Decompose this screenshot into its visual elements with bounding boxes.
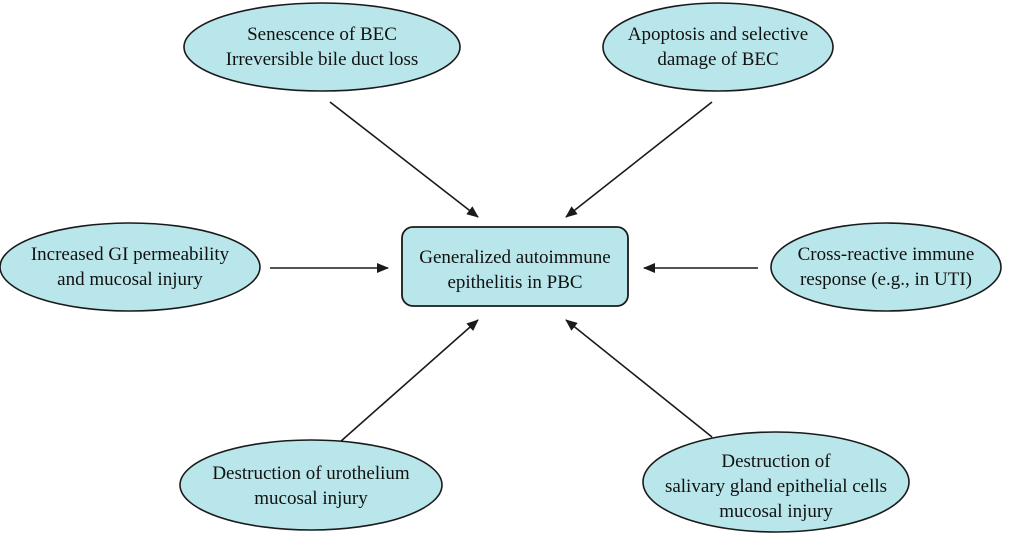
arrow-salivary-to-center (565, 319, 713, 438)
node-gi-line-1: Increased GI permeability (31, 244, 230, 265)
node-cross-reactive-ellipse (770, 222, 1002, 312)
node-apoptosis-line-1: Apoptosis and selective (628, 24, 808, 45)
node-gi-line-2: and mucosal injury (57, 269, 203, 290)
node-salivary-line-1: Destruction of (721, 451, 831, 472)
node-apoptosis-ellipse (602, 2, 834, 92)
node-senescence-line-2: Irreversible bile duct loss (226, 49, 419, 70)
node-cross-reactive-line-2: response (e.g., in UTI) (800, 269, 972, 290)
node-cross-reactive: Cross-reactive immune response (e.g., in… (770, 222, 1002, 312)
center-node: Generalized autoimmune epithelitis in PB… (401, 226, 629, 307)
node-salivary-line-3: mucosal injury (719, 501, 833, 522)
node-gi-ellipse (0, 222, 261, 312)
node-senescence-line-1: Senescence of BEC (247, 24, 397, 45)
node-salivary-line-2: salivary gland epithelial cells (665, 476, 887, 497)
center-node-line-1: Generalized autoimmune (419, 247, 611, 268)
arrow-senescence-to-center (329, 101, 479, 218)
center-node-line-2: epithelitis in PBC (447, 272, 582, 293)
node-urothelium: Destruction of urothelium mucosal injury (179, 439, 443, 531)
node-apoptosis: Apoptosis and selective damage of BEC (602, 2, 834, 92)
arrow-urothelium-to-center (339, 319, 479, 443)
arrow-apoptosis-to-center (565, 101, 713, 218)
node-salivary: Destruction of salivary gland epithelial… (642, 431, 910, 533)
node-urothelium-line-1: Destruction of urothelium (212, 463, 410, 484)
node-gi: Increased GI permeability and mucosal in… (0, 222, 261, 312)
node-cross-reactive-line-1: Cross-reactive immune (798, 244, 975, 265)
node-apoptosis-line-2: damage of BEC (657, 49, 778, 70)
node-urothelium-ellipse (179, 439, 443, 531)
node-senescence: Senescence of BEC Irreversible bile duct… (183, 2, 461, 92)
node-urothelium-line-2: mucosal injury (254, 488, 368, 509)
center-node-box (401, 226, 629, 307)
node-senescence-ellipse (183, 2, 461, 92)
node-salivary-ellipse (642, 431, 910, 533)
